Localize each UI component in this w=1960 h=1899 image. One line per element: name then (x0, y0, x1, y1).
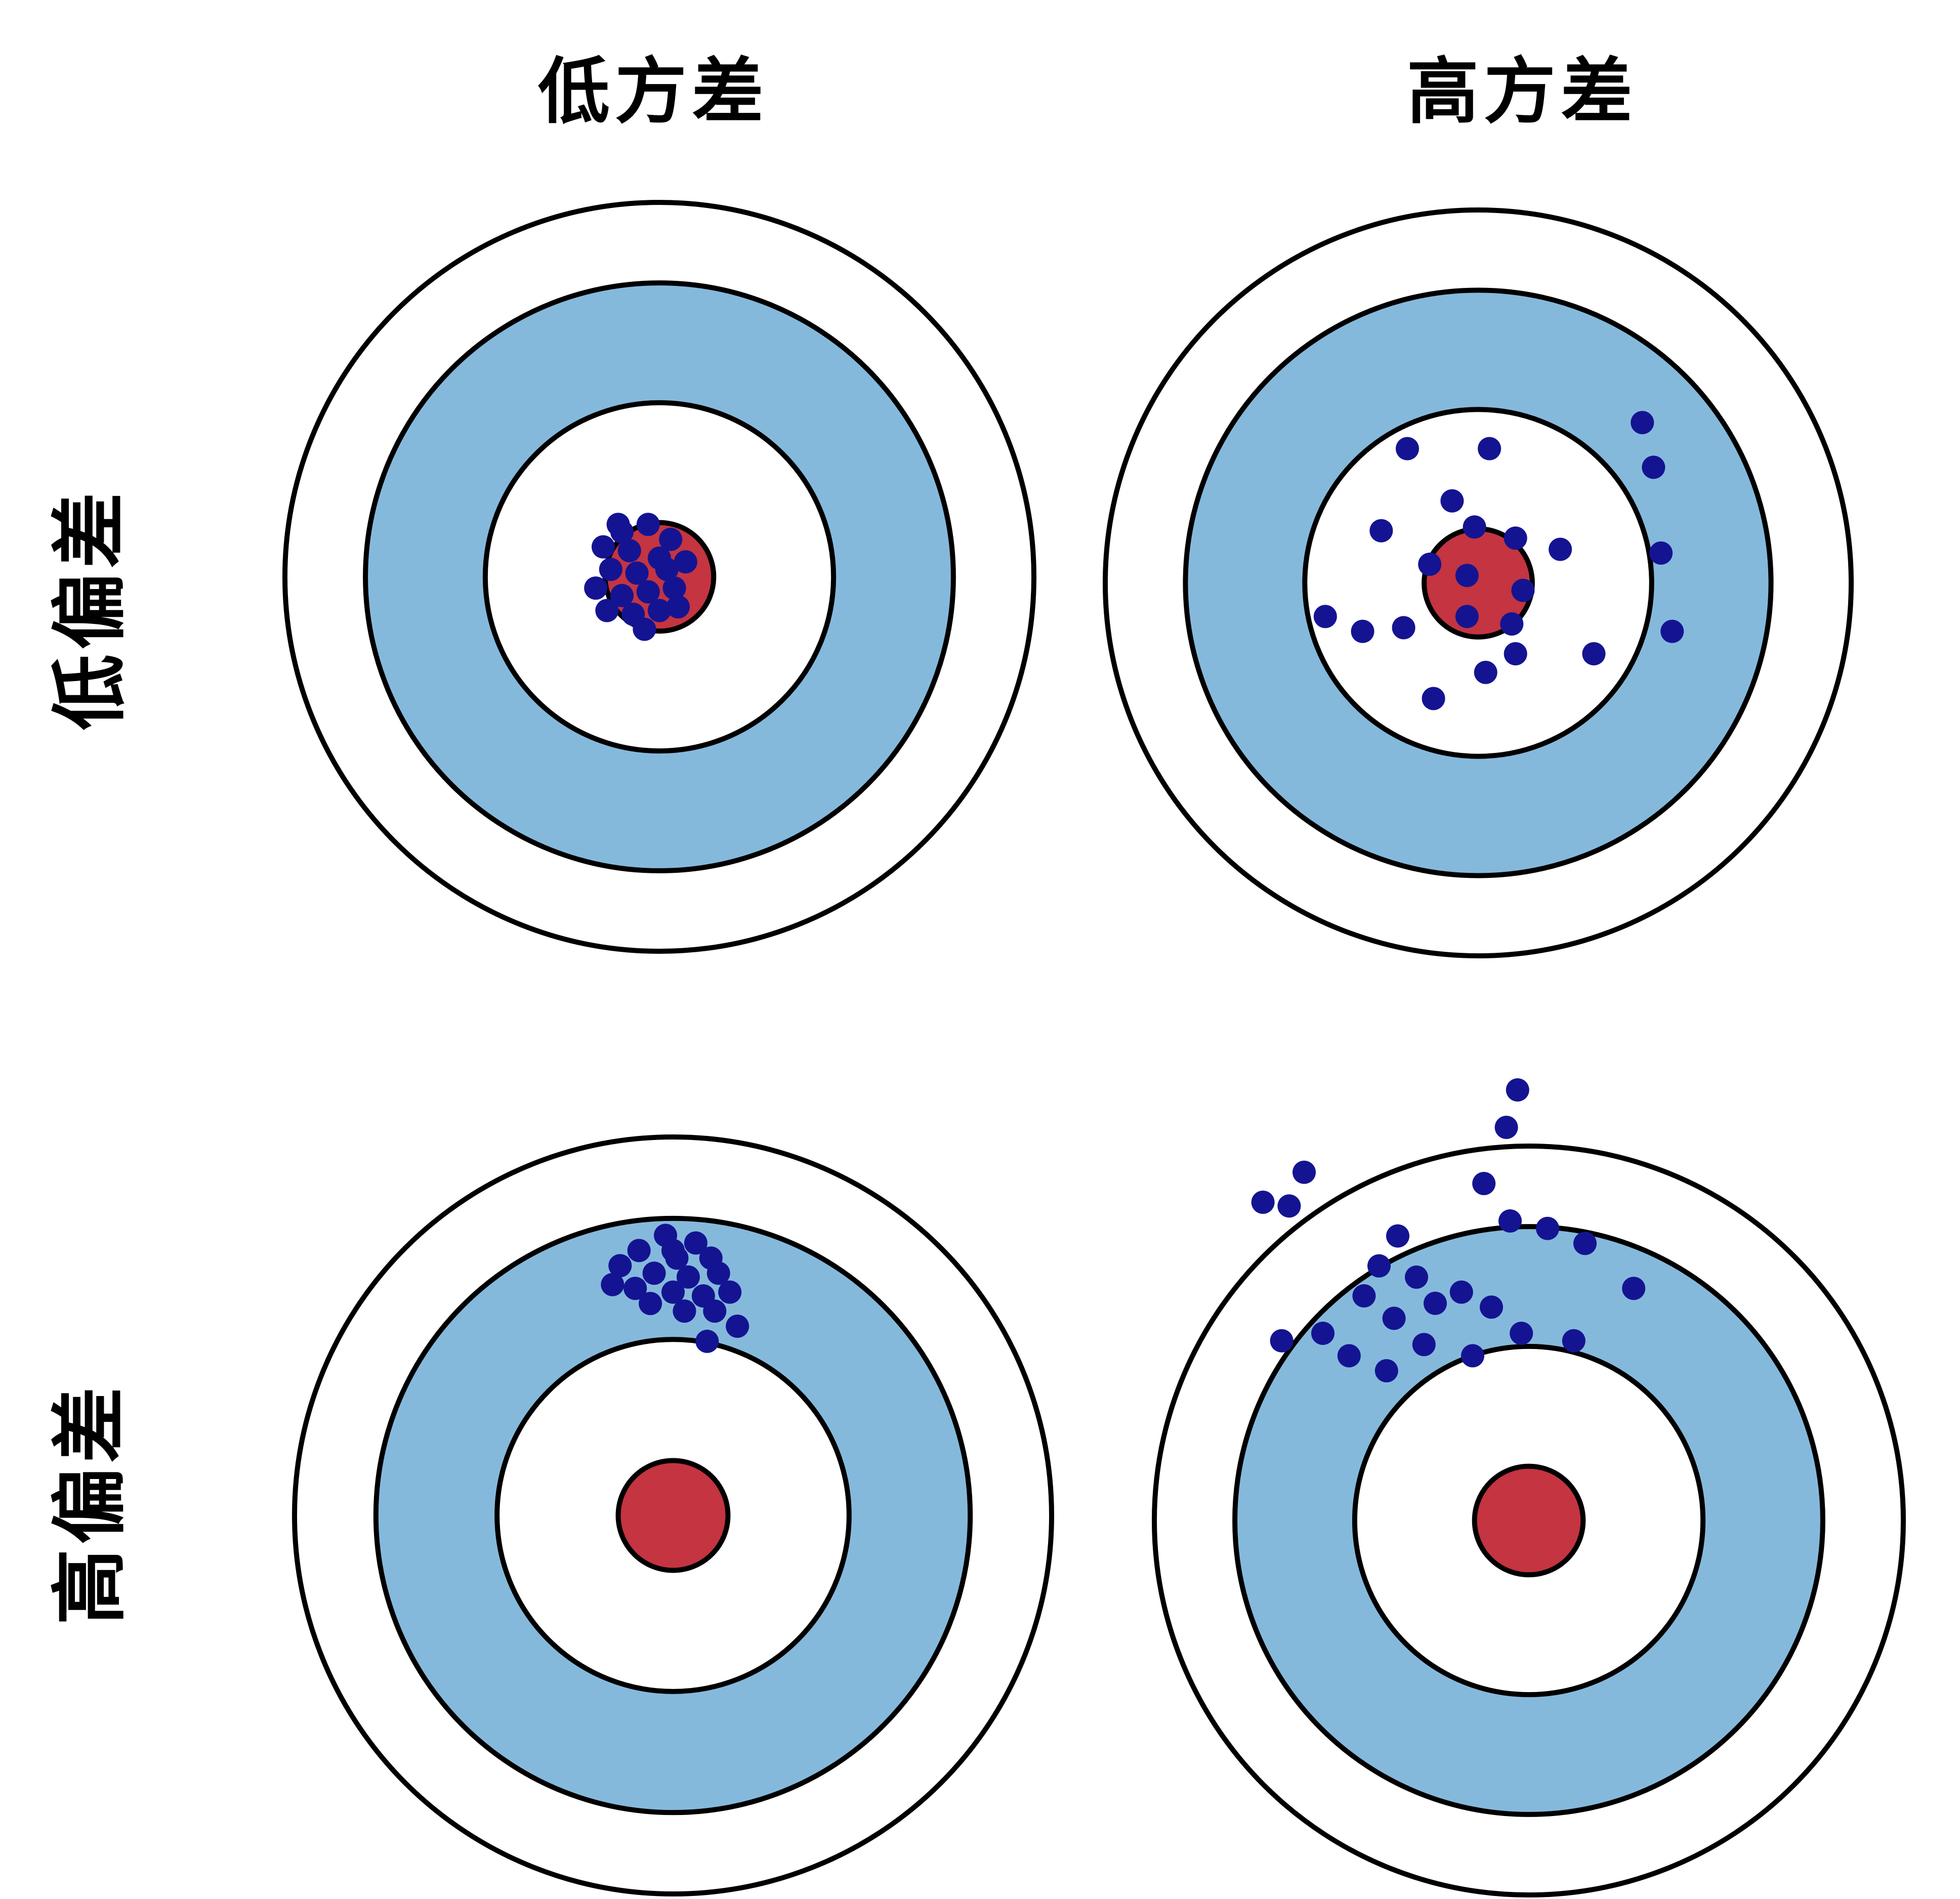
shot-dot (1463, 515, 1486, 539)
shot-dot (1506, 1078, 1529, 1102)
shot-dot (1313, 605, 1337, 628)
target-low-bias-low-variance (282, 200, 1036, 954)
shot-dot (1573, 1232, 1597, 1255)
target-bullseye (615, 1458, 731, 1573)
shot-dot (1478, 437, 1502, 460)
shot-dot (1582, 642, 1606, 666)
shot-dot (1536, 1216, 1559, 1240)
shot-dot (1374, 1359, 1398, 1382)
shot-dot (676, 1265, 700, 1289)
shot-dot (1440, 489, 1464, 513)
shot-dot (1472, 1172, 1496, 1195)
shot-dot (617, 539, 641, 563)
shot-dot (636, 513, 660, 536)
shot-dot (1511, 578, 1535, 602)
shot-dot (610, 584, 634, 607)
shot-dot (695, 1329, 719, 1353)
shot-dot (1351, 619, 1374, 643)
shot-dot (1352, 1284, 1376, 1307)
shot-dot (684, 1231, 707, 1255)
shot-dot (595, 599, 619, 622)
shot-dot (627, 1239, 651, 1262)
shot-dot (1549, 537, 1572, 561)
shot-dot (718, 1280, 742, 1304)
shot-dot (1649, 541, 1673, 565)
shot-dot (1642, 455, 1665, 479)
shot-dot (662, 576, 686, 600)
shot-dot (1418, 553, 1442, 576)
shot-dot (1500, 612, 1524, 636)
shot-dot (726, 1315, 749, 1338)
shot-dot (1337, 1344, 1361, 1368)
shot-dot (642, 1261, 666, 1285)
shot-dot (1405, 1265, 1428, 1289)
shot-dot (1382, 1306, 1406, 1330)
shot-dot (1562, 1329, 1586, 1353)
shot-dot (673, 1299, 696, 1323)
shot-dot (1449, 1280, 1473, 1304)
shot-dot (584, 576, 608, 600)
shot-dot (659, 528, 683, 551)
column-label-low-variance: 低方差 (538, 52, 769, 132)
shot-dot (1455, 605, 1479, 628)
shot-dot (1412, 1333, 1436, 1357)
shot-dot (1395, 437, 1419, 460)
shot-dot (666, 595, 690, 619)
shot-dot (1424, 1291, 1447, 1315)
shot-dot (1392, 616, 1415, 640)
shot-dot (639, 1292, 662, 1316)
shot-dot (1480, 1295, 1503, 1319)
target-low-bias-high-variance (1103, 207, 1854, 958)
shot-dot (1251, 1191, 1275, 1214)
shot-dot (1498, 1209, 1522, 1233)
shot-dot (592, 535, 615, 559)
shot-dot (674, 550, 697, 574)
shot-dot (599, 558, 622, 581)
shot-dot (1367, 1254, 1391, 1278)
shot-dot (601, 1273, 624, 1296)
shot-dot (1292, 1160, 1316, 1184)
shot-dot (655, 558, 679, 581)
shot-dot (1311, 1322, 1335, 1345)
column-label-high-variance: 高方差 (1407, 52, 1638, 132)
target-high-bias-low-variance (292, 1134, 1054, 1896)
shot-dot (1386, 1224, 1409, 1248)
shot-dot (1474, 660, 1497, 684)
shot-dot (1660, 619, 1684, 643)
shot-dot (1369, 519, 1393, 542)
shot-dot (606, 513, 630, 536)
shot-dot (1494, 1116, 1518, 1139)
shot-dot (1631, 411, 1654, 435)
shot-dot (1461, 1344, 1484, 1368)
shot-dot (1504, 642, 1527, 666)
shot-dot (1277, 1194, 1301, 1218)
target-bullseye (1472, 1463, 1586, 1578)
shot-dot (648, 599, 671, 622)
shot-dot (636, 580, 660, 604)
shot-dot (661, 1280, 685, 1304)
shot-dot (1455, 564, 1479, 587)
shot-dot (623, 1277, 647, 1300)
shot-dot (608, 1254, 632, 1278)
shot-dot (1422, 687, 1445, 710)
shot-dot (1510, 1322, 1533, 1345)
shot-dot (1504, 526, 1527, 550)
shot-dot (625, 561, 649, 585)
shot-dot (661, 1239, 685, 1262)
shot-dot (1622, 1277, 1646, 1300)
shot-dot (1270, 1329, 1294, 1353)
shot-dot (706, 1261, 730, 1285)
shot-dot (703, 1299, 727, 1323)
target-high-bias-high-variance (1152, 1078, 1906, 1897)
shot-dot (633, 617, 656, 641)
